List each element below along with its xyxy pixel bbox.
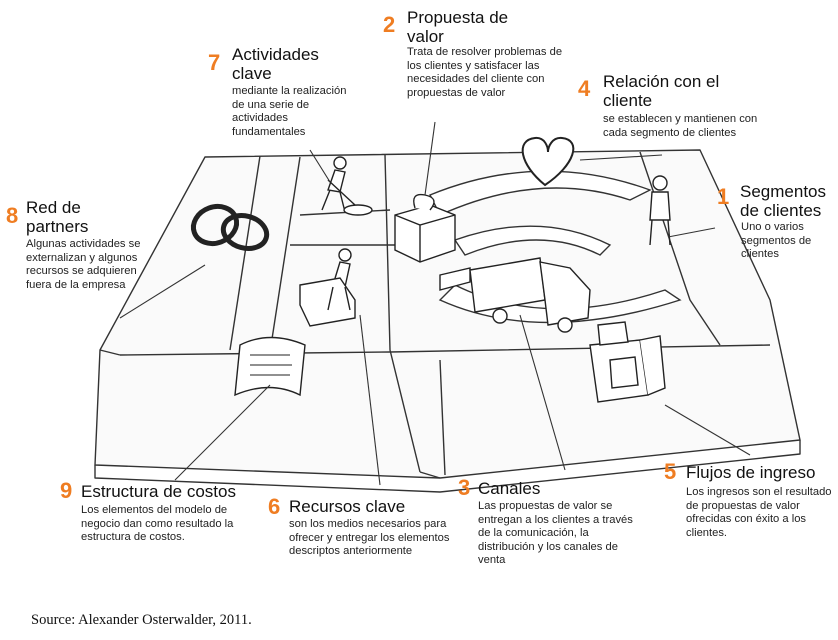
number-segmentos: 1 [717,184,730,209]
number-relacion: 4 [578,76,591,101]
title-partners: Red de partners [26,198,89,236]
title-relacion: Relación con el cliente [603,72,720,110]
title-costos: Estructura de costos [81,482,236,501]
linked-rings-icon [190,203,270,251]
desc-recursos: son los medios necesarios para ofrecer y… [289,518,450,557]
number-propuesta: 2 [383,12,396,37]
desc-relacion: se establecen y mantienen con cada segme… [603,113,758,139]
worker-figure-icon [321,156,373,216]
cash-register-icon [589,321,666,403]
papers-icon [234,336,306,397]
number-flujos: 5 [664,459,677,484]
desc-partners: Algunas actividades se externalizan y al… [26,238,141,291]
customer-figure-icon [649,175,671,246]
desc-actividades: mediante la realización de una serie de … [232,85,347,138]
desc-propuesta: Trata de resolver problemas de los clien… [407,46,563,99]
number-actividades: 7 [208,50,221,75]
title-canales: Canales [478,479,541,498]
number-costos: 9 [60,478,73,503]
number-recursos: 6 [268,494,281,519]
source-caption: Source: Alexander Osterwalder, 2011. [31,612,252,628]
desc-canales: Las propuestas de valor se entregan a lo… [478,500,633,566]
number-canales: 3 [458,475,471,500]
title-segmentos: Segmentos de clientes [740,182,826,220]
desc-segmentos: Uno o varios segmentos de clientes [741,221,812,260]
desc-costos: Los elementos del modelo de negocio dan … [81,504,234,543]
title-recursos: Recursos clave [289,497,406,516]
gift-box-icon [394,193,471,291]
number-partners: 8 [6,203,19,228]
heart-icon [521,136,575,187]
title-propuesta: Propuesta de valor [407,8,509,46]
truck-icon [469,257,591,333]
title-flujos: Flujos de ingreso [686,463,816,482]
desc-flujos: Los ingresos son el resultado de propues… [686,486,832,539]
title-actividades: Actividades clave [232,45,319,83]
resources-figure-icon [299,248,356,327]
leader-lines [119,121,751,486]
